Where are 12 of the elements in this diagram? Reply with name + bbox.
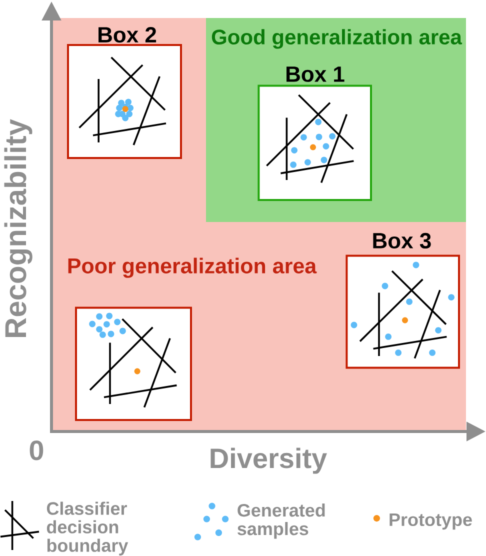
- legend-label: Generated samples: [238, 504, 325, 539]
- box-title: Box 1: [286, 66, 344, 82]
- area-title: Poor generalization area: [68, 258, 317, 278]
- box-title: Box 2: [98, 27, 156, 43]
- box-title: Box 3: [373, 232, 431, 249]
- illustration-box: [75, 306, 192, 421]
- area-title: Good generalization area: [212, 29, 462, 49]
- origin-label: 0: [30, 440, 44, 460]
- legend-label: Prototype: [390, 514, 472, 530]
- axis-label: Recognizability: [4, 119, 32, 337]
- legend-label: Classifier decision boundary: [46, 502, 128, 556]
- axis-label: Diversity: [210, 448, 327, 474]
